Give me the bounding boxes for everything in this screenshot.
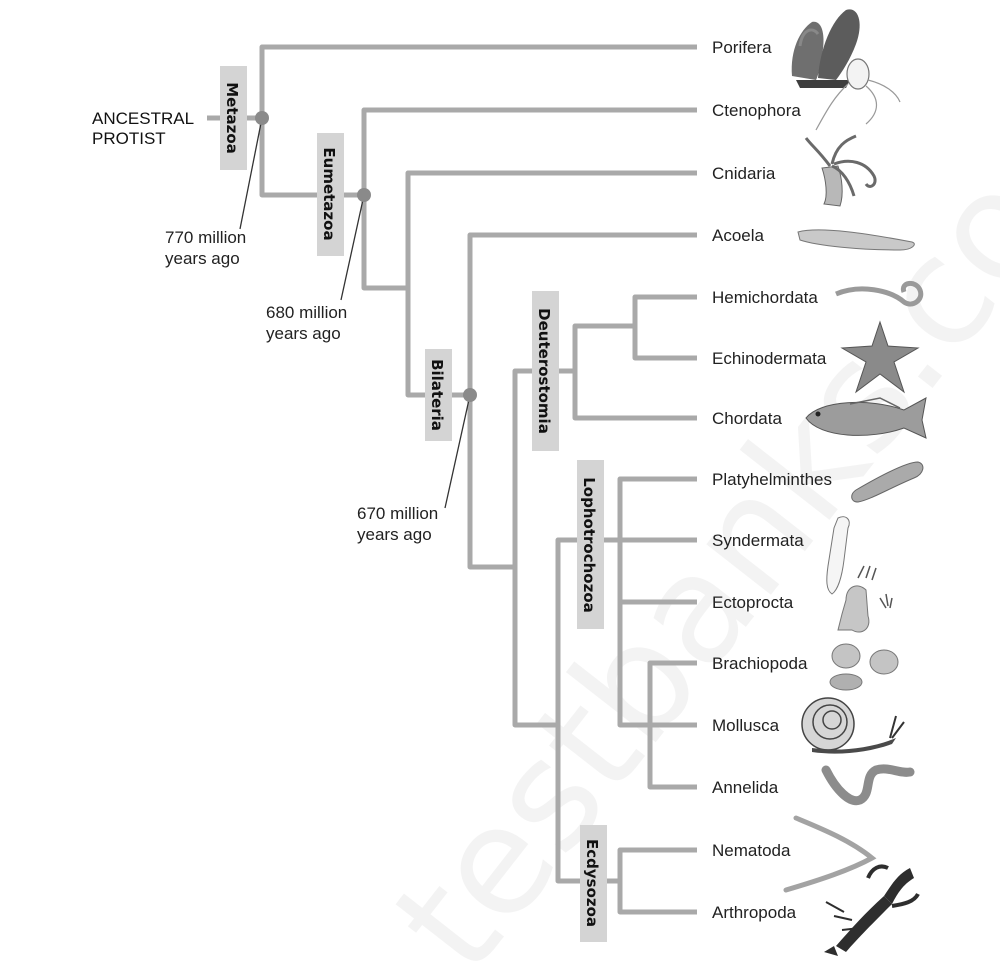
pointer-eumetazoa bbox=[340, 194, 365, 301]
taxon-label-arthropoda: Arthropoda bbox=[712, 903, 797, 922]
metazoa-date-line2: years ago bbox=[165, 249, 240, 268]
branch-ctenophora bbox=[361, 107, 697, 195]
clade-label-deuterostomia: Deuterostomia bbox=[535, 308, 553, 434]
branch-bilateria-inner bbox=[467, 395, 515, 570]
watermark: testbanks.com bbox=[361, 26, 1000, 973]
clade-labels: Metazoa Eumetazoa Bilateria Deuterostomi… bbox=[220, 66, 607, 942]
taxon-label-echinodermata: Echinodermata bbox=[712, 349, 827, 368]
metazoa-date-line1: 770 million bbox=[165, 228, 246, 247]
taxon-label-chordata: Chordata bbox=[712, 409, 782, 428]
clade-box-ecdysozoa bbox=[580, 825, 607, 942]
branch-cnidaria bbox=[405, 170, 697, 288]
brachiopod-illustration bbox=[829, 643, 899, 691]
eumetazoa-date-line2: years ago bbox=[266, 324, 341, 343]
taxon-labels: Porifera Ctenophora Cnidaria Acoela Hemi… bbox=[712, 38, 832, 922]
clade-label-metazoa: Metazoa bbox=[223, 82, 241, 154]
taxon-label-porifera: Porifera bbox=[712, 38, 772, 57]
comb-jelly-illustration bbox=[815, 58, 901, 131]
clade-label-ecdysozoa: Ecdysozoa bbox=[583, 839, 601, 927]
branch-ambulacraria bbox=[572, 323, 635, 371]
node-bilateria bbox=[463, 388, 477, 402]
taxon-label-annelida: Annelida bbox=[712, 778, 779, 797]
branch-acoela bbox=[467, 232, 697, 395]
taxon-label-ctenophora: Ctenophora bbox=[712, 101, 801, 120]
node-metazoa bbox=[255, 111, 269, 125]
taxon-label-nematoda: Nematoda bbox=[712, 841, 791, 860]
branch-nematoda bbox=[617, 847, 697, 881]
acorn-worm-illustration bbox=[835, 281, 924, 307]
hydra-illustration bbox=[804, 134, 877, 207]
branch-arthropoda bbox=[617, 881, 697, 915]
taxon-label-acoela: Acoela bbox=[712, 226, 765, 245]
clade-label-eumetazoa: Eumetazoa bbox=[320, 147, 338, 240]
node-eumetazoa bbox=[357, 188, 371, 202]
taxon-label-brachiopoda: Brachiopoda bbox=[712, 654, 808, 673]
clade-box-metazoa bbox=[220, 66, 247, 170]
clade-box-lophotrochozoa bbox=[577, 460, 604, 629]
taxon-label-mollusca: Mollusca bbox=[712, 716, 780, 735]
branch-hemichordata bbox=[632, 294, 697, 326]
clade-box-eumetazoa bbox=[317, 133, 344, 256]
bryozoan-illustration bbox=[837, 565, 893, 633]
taxon-label-platyhelminthes: Platyhelminthes bbox=[712, 470, 832, 489]
clade-label-lophotrochozoa: Lophotrochozoa bbox=[580, 477, 598, 613]
flatworm-illustration bbox=[851, 461, 924, 503]
branch-metazoa-to-eumetazoa bbox=[259, 118, 364, 198]
ancestor-label-line1: ANCESTRAL bbox=[92, 109, 194, 128]
earthworm-illustration bbox=[821, 764, 915, 806]
taxon-label-hemichordata: Hemichordata bbox=[712, 288, 818, 307]
clade-box-bilateria bbox=[425, 349, 452, 441]
fish-illustration bbox=[805, 397, 927, 439]
rotifer-illustration bbox=[826, 516, 850, 595]
bilateria-date-line1: 670 million bbox=[357, 504, 438, 523]
taxon-label-ectoprocta: Ectoprocta bbox=[712, 593, 794, 612]
acoel-worm-illustration bbox=[797, 229, 915, 251]
clade-box-deuterostomia bbox=[532, 291, 559, 451]
organism-illustrations bbox=[783, 9, 927, 956]
branch-platyhelminthes bbox=[617, 476, 697, 540]
sponge-illustration bbox=[791, 9, 860, 88]
pointer-metazoa bbox=[239, 117, 263, 230]
divergence-markers bbox=[239, 111, 477, 509]
branch-echinodermata bbox=[632, 326, 697, 361]
lobster-illustration bbox=[824, 864, 920, 956]
branch-to-protostomia bbox=[512, 567, 558, 728]
clade-label-bilateria: Bilateria bbox=[428, 359, 446, 431]
bilateria-date-line2: years ago bbox=[357, 525, 432, 544]
branch-porifera bbox=[259, 44, 697, 118]
eumetazoa-date-line1: 680 million bbox=[266, 303, 347, 322]
taxon-label-syndermata: Syndermata bbox=[712, 531, 804, 550]
nematode-illustration bbox=[783, 815, 877, 893]
ancestor-label-line2: PROTIST bbox=[92, 129, 166, 148]
branch-brachiopoda bbox=[647, 660, 697, 725]
branch-annelida bbox=[647, 725, 697, 790]
annotations: ANCESTRAL PROTIST 770 million years ago … bbox=[92, 109, 438, 544]
sea-star-illustration bbox=[840, 320, 920, 394]
pointer-bilateria bbox=[444, 394, 471, 509]
taxon-label-cnidaria: Cnidaria bbox=[712, 164, 776, 183]
tree-branches bbox=[207, 44, 697, 915]
branch-lopho-lower bbox=[617, 540, 650, 728]
branch-eumetazoa-inner bbox=[361, 195, 408, 291]
branch-chordata bbox=[572, 371, 697, 421]
snail-illustration bbox=[801, 697, 905, 754]
